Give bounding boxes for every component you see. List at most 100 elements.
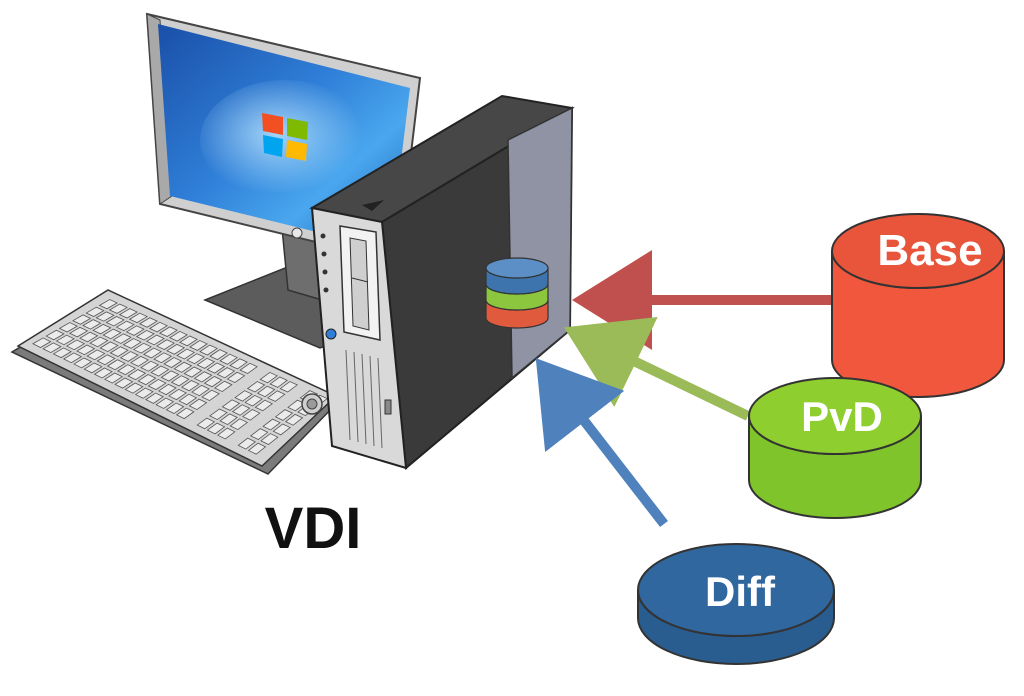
keyboard-key [109, 346, 129, 357]
keyboard-key [119, 351, 139, 362]
keyboard-key [143, 347, 162, 359]
keyboard-key [219, 353, 238, 365]
keyboard-key [163, 357, 183, 368]
keyboard-key [217, 427, 236, 440]
keyboard-key [157, 383, 177, 396]
keyboard-key [244, 394, 263, 407]
keyboard-key [135, 329, 155, 341]
keyboard-key [178, 393, 198, 406]
keyboard-key [55, 334, 75, 346]
keyboard-key [193, 371, 213, 383]
keyboard-key [73, 357, 93, 369]
keyboard-key [170, 375, 190, 387]
keyboard-key [274, 409, 294, 421]
keyboard-key [216, 367, 236, 379]
desktop-tower-icon [309, 94, 575, 470]
stacked-disks-icon [485, 257, 549, 329]
keyboard-key [108, 303, 128, 314]
keyboard-key [284, 413, 304, 426]
keyboard-key [169, 330, 188, 342]
keyboard-key [259, 371, 278, 384]
keyboard-key [231, 404, 251, 416]
keyboard-key [166, 343, 186, 355]
keyboard-key [186, 353, 206, 365]
keyboard-key [209, 349, 228, 361]
keyboard-key [125, 325, 145, 336]
keyboard-key [269, 376, 288, 388]
keyboard-key [99, 341, 119, 353]
keyboard-key [134, 387, 154, 399]
keyboard-key [247, 442, 267, 455]
disk-pvd: PvD [748, 377, 922, 519]
keyboard-key [89, 336, 109, 348]
keyboard-key [76, 344, 96, 356]
keyboard-key [85, 306, 105, 317]
keyboard-key [79, 331, 99, 343]
keyboard-key [148, 321, 168, 333]
keyboard-icon [10, 289, 340, 475]
keyboard-key [262, 418, 281, 431]
keyboard-key [239, 362, 258, 374]
disk-base-label: Base [877, 226, 982, 275]
keyboard-key [153, 352, 173, 364]
keyboard-key [114, 377, 134, 389]
keyboard-key [104, 372, 124, 384]
keyboard-key [82, 319, 102, 330]
keyboard-key [150, 365, 170, 377]
keyboard-key [156, 339, 175, 350]
keyboard-key [160, 370, 180, 382]
arrow-diff [535, 358, 668, 528]
keyboard-key [213, 380, 233, 393]
disk-base: Base [831, 213, 1005, 398]
keyboard-key [52, 347, 72, 359]
keyboard-key [196, 357, 216, 369]
keyboard-key [92, 323, 112, 335]
keyboard-key [98, 299, 118, 310]
arrow-pvd [563, 317, 751, 421]
keyboard-key [229, 358, 248, 370]
keyboard-key [249, 428, 269, 440]
keyboard-key [118, 308, 138, 319]
keyboard-key [83, 362, 103, 374]
keyboard-key [229, 418, 249, 431]
keyboard-key [267, 390, 286, 402]
keyboard-key [279, 381, 298, 393]
keyboard-key [145, 334, 165, 346]
keyboard-key [140, 360, 160, 372]
keyboard-key [72, 314, 92, 325]
keyboard-key [58, 322, 79, 333]
keyboard-key [176, 348, 196, 360]
keyboard-key [65, 339, 86, 351]
keyboard-key [86, 349, 106, 361]
keyboard-key [179, 335, 198, 347]
keyboard-key [117, 364, 137, 376]
keyboard-key [189, 340, 208, 351]
keyboard-key [147, 378, 167, 391]
keyboard-key [203, 376, 223, 388]
keyboard-key [45, 329, 65, 341]
keyboard-key [209, 408, 228, 421]
keyboard-key [124, 382, 144, 394]
keyboard-key [246, 381, 266, 393]
disk-diff: Diff [637, 543, 835, 665]
keyboard-key [112, 333, 132, 344]
keyboard-key [254, 399, 274, 412]
keyboard-key [32, 337, 52, 348]
keyboard-key [183, 366, 203, 378]
keyboard-key [158, 326, 178, 337]
keyboard-key [165, 402, 185, 414]
disk-pvd-label: PvD [801, 393, 883, 440]
keyboard-key [105, 316, 125, 327]
keyboard-key [93, 367, 113, 379]
windows-logo-icon [262, 113, 308, 161]
keyboard-key [175, 407, 195, 420]
keyboard-key [242, 409, 261, 421]
vdi-caption: VDI [265, 496, 362, 561]
keyboard-key [234, 390, 253, 402]
keyboard-key [191, 384, 210, 397]
keyboard-key [115, 320, 135, 332]
keyboard-key [95, 311, 115, 322]
keyboard-key [168, 388, 187, 401]
keyboard-key [96, 354, 116, 366]
